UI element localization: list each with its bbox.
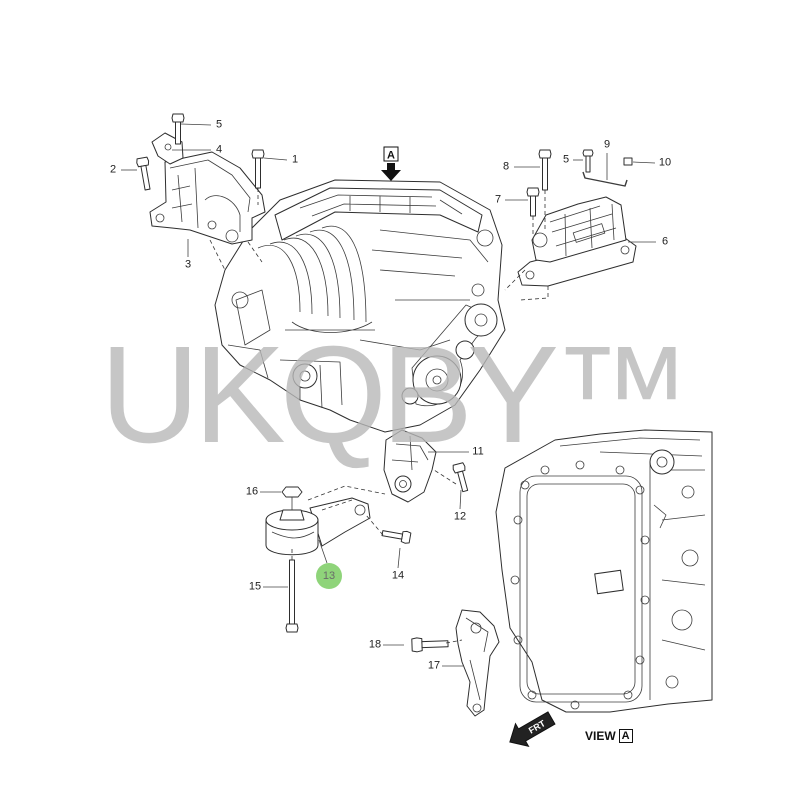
leader-line <box>397 547 401 569</box>
arrow-down-icon <box>381 163 401 181</box>
callout-14: 14 <box>391 569 405 582</box>
callout-16: 16 <box>245 485 259 498</box>
engine-mount-left <box>149 151 266 245</box>
bolt-5-left <box>171 113 185 145</box>
bolt-8 <box>538 149 552 191</box>
callout-11: 11 <box>472 445 484 458</box>
callout-6: 6 <box>661 235 669 248</box>
bolt-18 <box>411 637 449 653</box>
bracket-17 <box>455 609 500 717</box>
assembly-lines <box>209 188 549 644</box>
view-marker-letter: A <box>387 150 395 162</box>
torque-rod-13 <box>265 497 371 556</box>
bolt-12 <box>452 462 469 493</box>
nut-16 <box>281 486 303 510</box>
callout-2: 2 <box>109 163 117 176</box>
callout-13-highlight: 13 <box>316 563 342 589</box>
bolt-7 <box>526 187 540 217</box>
view-label-letter: A <box>618 729 633 743</box>
view-label: VIEW A <box>585 729 633 743</box>
transmission <box>495 429 713 713</box>
callout-17: 17 <box>427 659 441 672</box>
callout-7: 7 <box>494 193 502 206</box>
bar-9 <box>582 171 628 187</box>
callout-18: 18 <box>368 638 382 651</box>
callout-5-left: 5 <box>215 118 223 131</box>
leader-lines <box>121 123 656 667</box>
leader-line <box>263 157 288 161</box>
callout-4: 4 <box>215 143 223 156</box>
clip-10 <box>623 157 633 166</box>
bolt-15 <box>285 559 299 633</box>
callout-5-right: 5 <box>562 153 570 166</box>
callout-10: 10 <box>658 156 672 169</box>
callout-9: 9 <box>603 138 611 151</box>
leader-line <box>632 161 656 164</box>
bolt-14 <box>381 530 412 544</box>
callout-15: 15 <box>248 580 262 593</box>
bolt-2 <box>136 156 151 191</box>
callout-8: 8 <box>502 160 510 173</box>
callout-12: 12 <box>453 510 467 523</box>
engine-mount-right <box>517 196 637 287</box>
leader-line <box>180 123 212 126</box>
bracket-11 <box>383 429 437 503</box>
leader-line <box>459 489 462 510</box>
view-label-word: VIEW <box>585 729 616 743</box>
callout-1: 1 <box>291 153 299 166</box>
bolt-5-right <box>582 149 594 173</box>
bolt-1 <box>251 149 265 189</box>
callout-3: 3 <box>184 258 192 271</box>
view-direction-marker: A <box>381 146 401 181</box>
engine-illustration <box>214 179 506 433</box>
leader-line <box>318 539 328 564</box>
front-arrow-icon: FRT <box>509 711 556 748</box>
